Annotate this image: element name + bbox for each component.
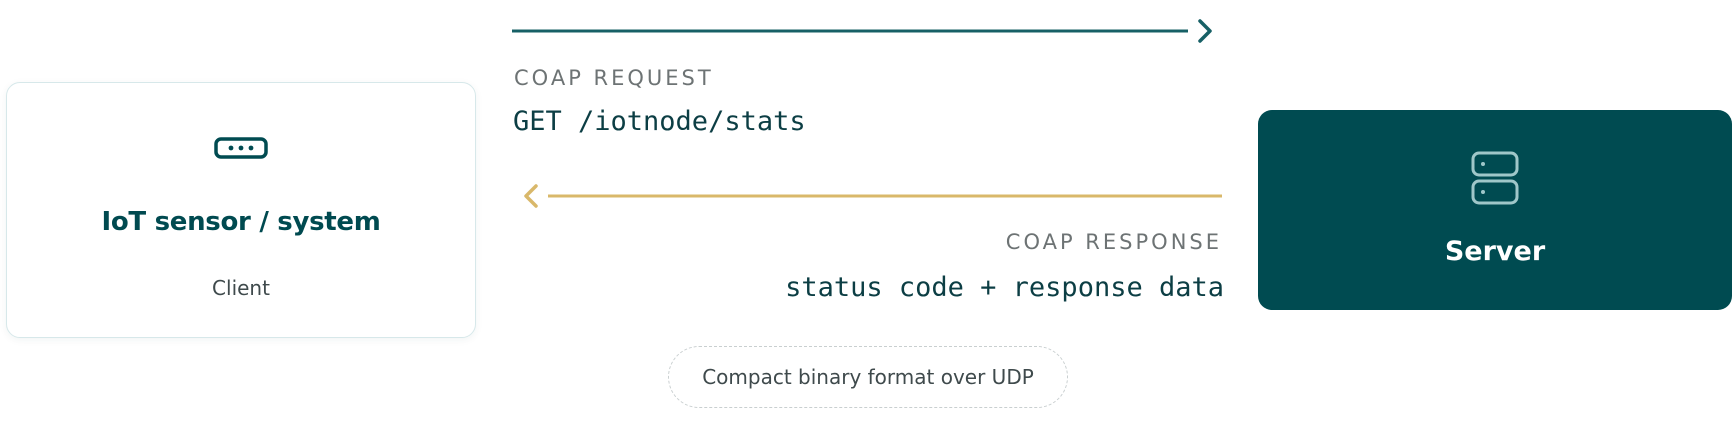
device-icon (214, 137, 268, 159)
client-title: IoT sensor / system (101, 207, 381, 237)
footnote-pill: Compact binary format over UDP (668, 346, 1068, 408)
response-arrow (524, 184, 1222, 208)
server-card: Server (1258, 110, 1732, 310)
request-arrow (512, 19, 1212, 43)
client-card: IoT sensor / system Client (6, 82, 476, 338)
response-label: COAP RESPONSE (1005, 230, 1222, 254)
request-label: COAP REQUEST (514, 66, 714, 90)
client-subtitle: Client (212, 276, 270, 300)
request-code: GET /iotnode/stats (513, 106, 806, 137)
response-code: status code + response data (785, 272, 1224, 303)
server-icon (1471, 151, 1519, 205)
server-title: Server (1444, 236, 1546, 267)
